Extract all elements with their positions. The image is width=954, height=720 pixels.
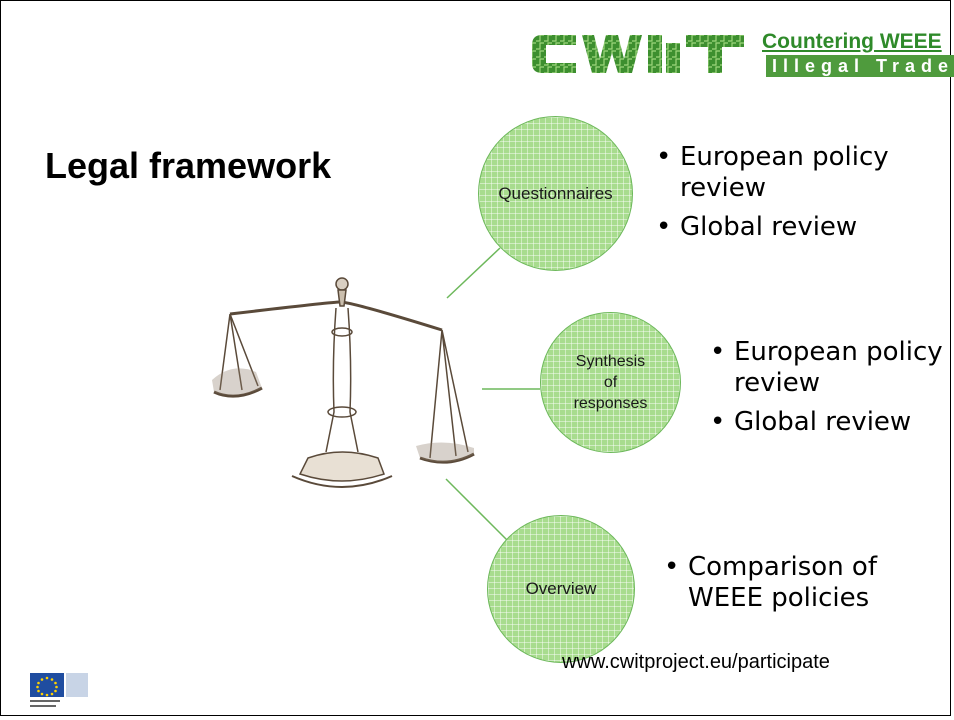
slide-title: Legal framework — [45, 145, 332, 186]
node-questionnaires: Questionnaires — [478, 116, 633, 271]
node-overview: Overview — [487, 515, 635, 663]
scales-of-justice-icon — [212, 277, 475, 488]
european-commission-logo-icon — [30, 673, 88, 707]
overview-bullet-list: Comparison of WEEE policies — [664, 552, 924, 622]
bullet-item: Global review — [656, 212, 926, 243]
questionnaires-bullet-list: European policy review Global review — [656, 142, 926, 251]
bullet-item: European policy review — [656, 142, 926, 204]
node-overview-label: Overview — [525, 579, 597, 598]
node-synthesis-label: Synthesis of responses — [574, 351, 648, 414]
logo-subtitle: Illegal Trade — [766, 55, 954, 77]
bullet-item: Comparison of WEEE policies — [664, 552, 924, 614]
footer-url: www.cwitproject.eu/participate — [562, 651, 830, 673]
logo-title: Countering WEEE — [762, 30, 942, 53]
cwit-logo: Countering WEEE Illegal Trade — [528, 29, 954, 79]
bullet-item: Global review — [710, 407, 950, 438]
node-synthesis-label-line: responses — [573, 395, 648, 412]
node-synthesis-label-line: of — [603, 374, 618, 391]
synthesis-bullet-list: European policy review Global review — [710, 337, 950, 446]
cwit-letters-icon — [532, 35, 744, 73]
node-synthesis: Synthesis of responses — [540, 312, 681, 453]
node-questionnaires-label: Questionnaires — [498, 183, 613, 203]
node-synthesis-label-line: Synthesis — [575, 353, 646, 370]
bullet-item: European policy review — [710, 337, 950, 399]
